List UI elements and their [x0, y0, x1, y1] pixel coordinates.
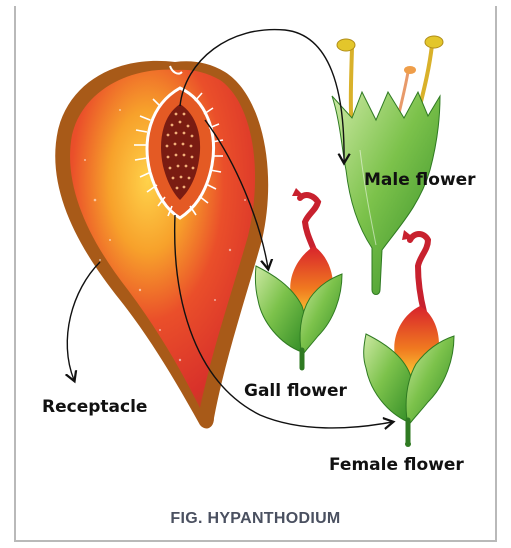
figure-caption: FIG. HYPANTHODIUM [0, 510, 511, 528]
male-flower [332, 36, 443, 295]
female-flower-label: Female flower [329, 455, 464, 475]
arrow-receptacle [67, 262, 100, 380]
receptacle-label: Receptacle [42, 397, 147, 417]
gall-flower-label: Gall flower [244, 381, 347, 401]
male-flower-label: Male flower [364, 170, 476, 190]
gall-flower [255, 188, 342, 368]
